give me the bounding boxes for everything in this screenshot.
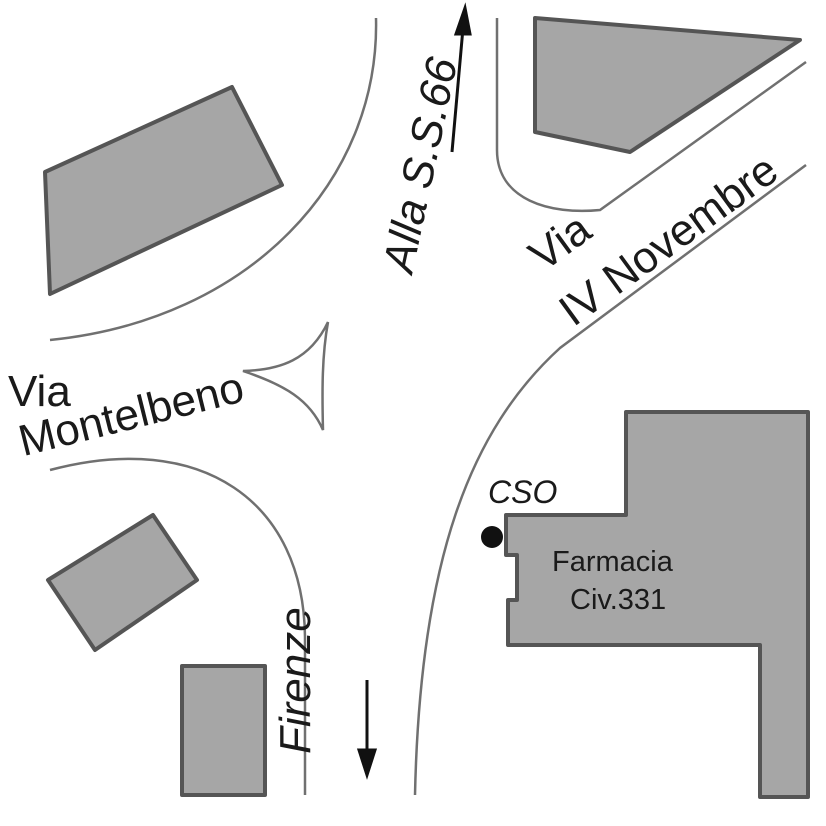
road-edge-nw: [49, 17, 378, 342]
road-label-firenze: Firenze: [271, 607, 320, 754]
arrow-up-icon: [450, 2, 472, 153]
road-label-via-montelbeno-line1: Via: [8, 367, 71, 416]
building-farmacia: [504, 410, 810, 799]
building-nw: [43, 85, 284, 296]
traffic-island: [242, 321, 330, 431]
arrow-down-icon: [356, 680, 378, 780]
road-edge-ne: [495, 18, 807, 213]
road-edge-e: [413, 163, 807, 796]
building-sw-2: [180, 664, 267, 797]
road-edge-sw: [49, 457, 307, 795]
poi-label-cso: CSO: [488, 474, 558, 510]
location-dot-icon: [481, 526, 503, 548]
building-sw-1: [46, 513, 199, 652]
building-label-civico: Civ.331: [570, 584, 667, 616]
building-ne: [533, 16, 802, 154]
building-label-farmacia: Farmacia: [552, 546, 673, 578]
